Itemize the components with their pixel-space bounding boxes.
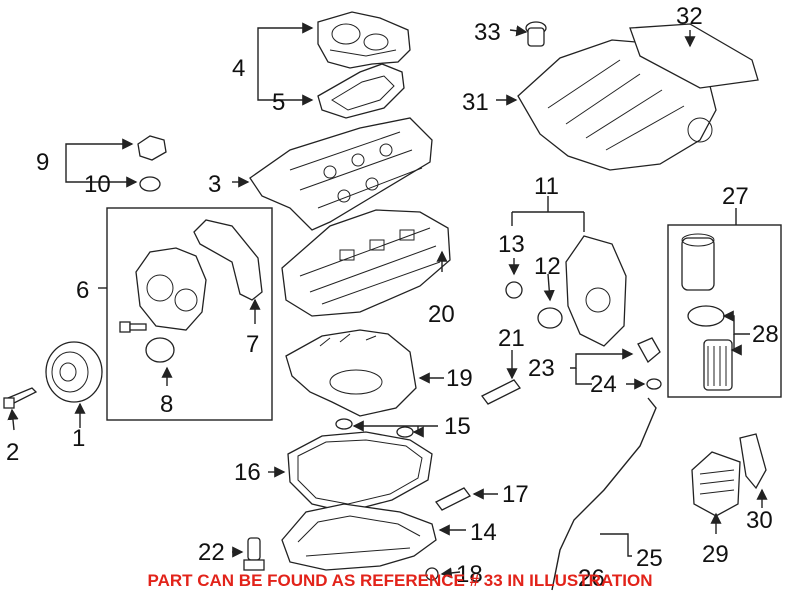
callout-19: 19	[446, 365, 473, 392]
front-cover-seal	[537, 307, 563, 329]
pcv-gasket	[317, 63, 405, 119]
callout-16: 16	[234, 459, 261, 486]
oil-filter-group-box	[667, 224, 782, 398]
timing-cover	[135, 247, 207, 331]
drain-plug	[425, 567, 439, 581]
callout-23: 23	[528, 355, 555, 382]
callout-9: 9	[36, 149, 49, 176]
callout-labels: 1 2 3 4 5 6 7 8 9 10 11 12 13 14 15 16 1…	[6, 3, 779, 592]
callout-30: 30	[746, 507, 773, 534]
callout-22: 22	[198, 539, 225, 566]
callout-3: 3	[208, 171, 221, 198]
callout-18: 18	[456, 561, 483, 588]
callout-8: 8	[160, 391, 173, 418]
cover-bolt	[119, 321, 147, 333]
callout-4: 4	[232, 55, 245, 82]
callout-28: 28	[752, 321, 779, 348]
intake-cap	[525, 21, 547, 47]
oil-cooler-gasket	[739, 433, 767, 490]
dipstick-seal	[646, 378, 662, 390]
sealant-tube	[481, 379, 521, 405]
callout-5: 5	[272, 89, 285, 116]
callout-26: 26	[578, 565, 605, 592]
dipstick-tube	[551, 397, 657, 591]
front-timing-cover	[565, 235, 627, 347]
reference-notice: PART CAN BE FOUND AS REFERENCE # 33 IN I…	[148, 571, 653, 590]
oil-level-sensor	[435, 487, 471, 511]
oil-pan	[281, 503, 437, 571]
oil-pan-gasket	[287, 431, 433, 513]
callout-17: 17	[502, 481, 529, 508]
leader-lines	[7, 22, 768, 579]
callout-20: 20	[428, 301, 455, 328]
callout-7: 7	[246, 331, 259, 358]
callout-13: 13	[498, 231, 525, 258]
crankshaft-seal	[145, 337, 175, 363]
intake-manifold-gasket	[629, 23, 759, 89]
plug-b	[396, 426, 414, 438]
oil-filter-housing	[681, 233, 715, 291]
plug-a	[335, 418, 353, 430]
crankshaft-pulley	[45, 341, 103, 403]
camshaft-seal	[505, 281, 523, 299]
callout-27: 27	[722, 183, 749, 210]
intake-manifold	[517, 39, 717, 171]
callout-24: 24	[590, 371, 617, 398]
callout-29: 29	[702, 541, 729, 568]
callout-1: 1	[72, 425, 85, 452]
timing-cover-gasket	[193, 219, 263, 301]
filler-cap-seal	[139, 176, 161, 192]
engine-block	[285, 329, 417, 417]
callout-14: 14	[470, 519, 497, 546]
callout-25: 25	[636, 545, 663, 572]
pulley-bolt	[3, 387, 38, 409]
pcv-valve-assembly	[317, 11, 411, 69]
callout-12: 12	[534, 253, 561, 280]
callout-10: 10	[84, 171, 111, 198]
oil-filter-element	[703, 339, 733, 391]
oil-pressure-sender	[243, 537, 265, 571]
callout-6: 6	[76, 277, 89, 304]
timing-cover-group-box	[106, 207, 273, 421]
callout-2: 2	[6, 439, 19, 466]
callout-32: 32	[676, 3, 703, 30]
oil-cooler	[691, 451, 741, 517]
cylinder-head	[281, 209, 451, 317]
callout-11: 11	[534, 173, 559, 200]
dipstick-tube-top	[637, 337, 661, 364]
callout-31: 31	[462, 89, 489, 116]
callout-15: 15	[444, 413, 471, 440]
filter-housing-seal	[687, 305, 725, 327]
camshaft-housing	[249, 117, 433, 231]
oil-filler-cap	[137, 135, 167, 161]
callout-21: 21	[498, 325, 525, 352]
callout-33: 33	[474, 19, 501, 46]
